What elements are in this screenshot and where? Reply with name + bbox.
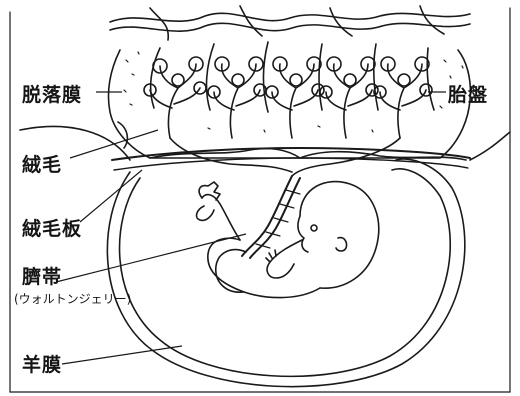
label-villi: 絨毛 — [22, 150, 62, 177]
leader-umbilical-cord — [56, 234, 246, 282]
label-placenta: 胎盤 — [448, 80, 488, 107]
label-umbilical-cord: 臍帯 — [22, 262, 62, 289]
label-decidua: 脱落膜 — [22, 80, 82, 107]
label-chorionic-plate: 絨毛板 — [22, 214, 82, 241]
uterine-wall — [118, 122, 127, 148]
umbilical-cord — [256, 190, 300, 248]
fetus-ear — [336, 238, 347, 251]
uterine-wall — [470, 132, 510, 160]
villous-tree — [374, 57, 432, 138]
fetal-vessel — [170, 138, 400, 176]
label-wharton-jelly: (ウォルトンジェリー) — [14, 290, 131, 307]
villous-tree — [320, 57, 378, 138]
villous-tree — [144, 57, 206, 138]
fetus-head — [300, 182, 379, 289]
umbilical-cord — [242, 176, 292, 256]
fetus-arm — [267, 240, 302, 278]
villous-tree — [208, 57, 266, 138]
fetus-eye — [311, 225, 317, 231]
label-amnion: 羊膜 — [22, 350, 62, 377]
leader-villi — [70, 130, 158, 158]
fetus-leg — [202, 195, 240, 240]
fetus-face — [298, 216, 308, 252]
maternal-vessel — [110, 13, 470, 22]
leader-amnion — [62, 346, 182, 364]
villous-tree — [266, 57, 324, 138]
amnion-membrane — [107, 159, 464, 387]
fetus-foot — [197, 182, 220, 220]
amniotic-sac — [120, 169, 451, 377]
